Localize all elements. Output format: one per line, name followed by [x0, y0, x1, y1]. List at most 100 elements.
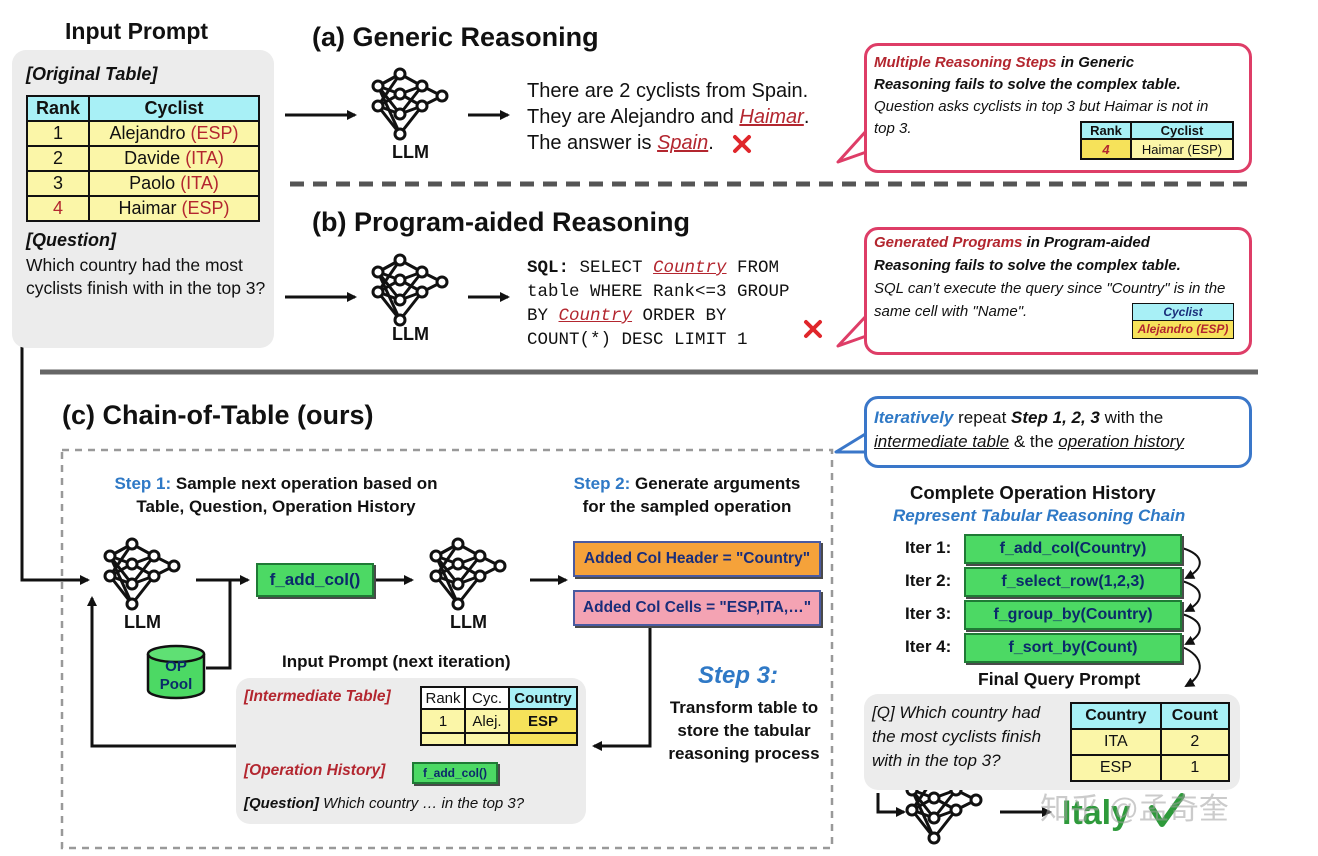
- generic-reasoning-title: (a) Generic Reasoning: [312, 22, 599, 52]
- generic-line-3: The answer is Spain.: [527, 132, 714, 154]
- history-operation: f_add_col(): [412, 762, 498, 784]
- iter-operation: f_select_row(1,2,3): [964, 567, 1182, 597]
- generic-line-2: They are Alejandro and Haimar.: [527, 106, 810, 128]
- intermediate-cell: 1: [420, 708, 466, 734]
- program-reasoning-title: (b) Program-aided Reasoning: [312, 207, 691, 237]
- cyclist-cell: Haimar (ESP): [88, 195, 260, 222]
- generic-line-1: There are 2 cyclists from Spain.: [527, 80, 809, 102]
- next-question: [Question] Which country … in the top 3?: [244, 795, 525, 812]
- step3-line: reasoning process: [668, 744, 820, 763]
- final-table: Country Count ITA 2 ESP 1: [1070, 702, 1231, 782]
- history-title: Complete Operation History: [910, 482, 1156, 503]
- llm-label: LLM: [392, 142, 429, 162]
- table-row: ITA 2: [1070, 728, 1231, 756]
- rank-cell: 4: [26, 195, 90, 222]
- iter-label: Iter 2:: [905, 571, 952, 590]
- final-table-cell: 2: [1159, 728, 1231, 756]
- llm-icon-step1: [103, 537, 181, 611]
- final-answer: Italy: [1062, 794, 1131, 832]
- llm-label: LLM: [392, 324, 429, 344]
- intermediate-table-label: [Intermediate Table]: [244, 688, 391, 705]
- final-table-cell: 1: [1159, 754, 1231, 782]
- mini-header: Rank: [1080, 121, 1132, 140]
- generic-answer-text: There are 2 cyclists from Spain. They ar…: [527, 78, 809, 156]
- next-prompt-title: Input Prompt (next iteration): [282, 652, 511, 671]
- step3-line: store the tabular: [677, 721, 811, 740]
- iter-operation: f_add_col(Country): [964, 534, 1182, 564]
- rank-cell: 1: [26, 120, 90, 147]
- intermediate-cell: ESP: [508, 708, 578, 734]
- mini-cell: Alejandro (ESP): [1133, 321, 1233, 338]
- op-pool-label: Pool: [159, 676, 193, 693]
- history-subtitle: Represent Tabular Reasoning Chain: [893, 506, 1186, 525]
- cyclist-cell: Alejandro (ESP): [88, 120, 260, 147]
- program-mini-table: Cyclist Alejandro (ESP): [1132, 303, 1234, 339]
- intermediate-cell: [508, 732, 578, 746]
- intermediate-header: Country: [508, 686, 578, 710]
- iteratively-text: Iteratively repeat Step 1, 2, 3 with the…: [874, 408, 1184, 451]
- original-table-header-rank: Rank: [26, 95, 90, 122]
- table-row: ESP 1: [1070, 754, 1231, 782]
- table-row: 1 Alejandro (ESP): [26, 120, 260, 147]
- final-table-cell: ESP: [1070, 754, 1162, 782]
- original-table-label: [Original Table]: [26, 64, 158, 84]
- final-question: [Q] Which country had the most cyclists …: [872, 703, 1042, 770]
- step3-description: Transform table to store the tabular rea…: [656, 696, 832, 765]
- intermediate-cell: [464, 732, 510, 746]
- input-prompt-title: Input Prompt: [65, 18, 209, 44]
- rank-cell: 3: [26, 170, 90, 197]
- table-row: 3 Paolo (ITA): [26, 170, 260, 197]
- generic-failure-text: Multiple Reasoning Steps in Generic Reas…: [874, 54, 1209, 137]
- iteratively-callout: [864, 396, 1252, 468]
- program-failure-callout: [864, 227, 1252, 355]
- intermediate-cell: Alej.: [464, 708, 510, 734]
- op-pool-label: OP: [165, 658, 187, 675]
- llm-label: LLM: [124, 612, 161, 632]
- question-text: Which country had the most cyclists fini…: [26, 255, 266, 298]
- rank-cell: 2: [26, 145, 90, 172]
- iter-label: Iter 4:: [905, 637, 952, 656]
- cyclist-cell: Davide (ITA): [88, 145, 260, 172]
- question-label: [Question]: [26, 230, 116, 250]
- final-table-header: Count: [1159, 702, 1231, 730]
- final-table-cell: ITA: [1070, 728, 1162, 756]
- step2-description: Step 2: Generate arguments for the sampl…: [573, 474, 801, 516]
- step3-label: Step 3:: [698, 662, 779, 689]
- mini-cell: Haimar (ESP): [1130, 138, 1234, 160]
- intermediate-header: Cyc.: [464, 686, 510, 710]
- intermediate-table: Rank Cyc. Country 1 Alej. ESP: [420, 686, 578, 746]
- llm-icon-step2: [429, 537, 507, 611]
- mini-cell: 4: [1080, 138, 1132, 160]
- mini-header: Cyclist: [1130, 121, 1234, 140]
- generic-mini-table: Rank Cyclist 4 Haimar (ESP): [1080, 121, 1234, 160]
- iter-operation: f_group_by(Country): [964, 600, 1182, 630]
- chain-of-table-title: (c) Chain-of-Table (ours): [62, 400, 374, 430]
- step3-line: Transform table to: [669, 698, 819, 717]
- step1-description: Step 1: Sample next operation based on T…: [114, 474, 438, 516]
- iter-operation: f_sort_by(Count): [964, 633, 1182, 663]
- selected-operation: f_add_col(): [256, 563, 374, 597]
- intermediate-header: Rank: [420, 686, 466, 710]
- wrong-icon-generic: [733, 135, 751, 153]
- original-table: Rank Cyclist 1 Alejandro (ESP) 2 Davide …: [26, 95, 260, 222]
- iter-label: Iter 1:: [905, 538, 952, 557]
- wrong-icon-program: [804, 320, 822, 338]
- sql-program: SQL: SELECT Country FROM table WHERE Ran…: [527, 258, 790, 350]
- watermark: 知乎 @孟奇奎: [1040, 793, 1229, 826]
- mini-header: Cyclist: [1133, 304, 1233, 321]
- chain-dashed-box: [60, 448, 834, 850]
- intermediate-cell: [420, 732, 466, 746]
- table-row: 4 Haimar (ESP): [26, 195, 260, 222]
- arg-col-cells: Added Col Cells = "ESP,ITA,…": [573, 590, 821, 626]
- cyclist-cell: Paolo (ITA): [88, 170, 260, 197]
- check-icon: [1149, 793, 1185, 827]
- llm-icon-generic: [371, 67, 449, 141]
- llm-label: LLM: [450, 612, 487, 632]
- llm-icon-program: [371, 253, 449, 327]
- operation-history-label: [Operation History]: [244, 762, 386, 779]
- final-query-title: Final Query Prompt: [978, 669, 1141, 689]
- table-row: 2 Davide (ITA): [26, 145, 260, 172]
- program-failure-text: Generated Programs in Program-aided Reas…: [874, 234, 1226, 320]
- op-pool-icon: OP Pool: [146, 644, 206, 700]
- final-table-header: Country: [1070, 702, 1162, 730]
